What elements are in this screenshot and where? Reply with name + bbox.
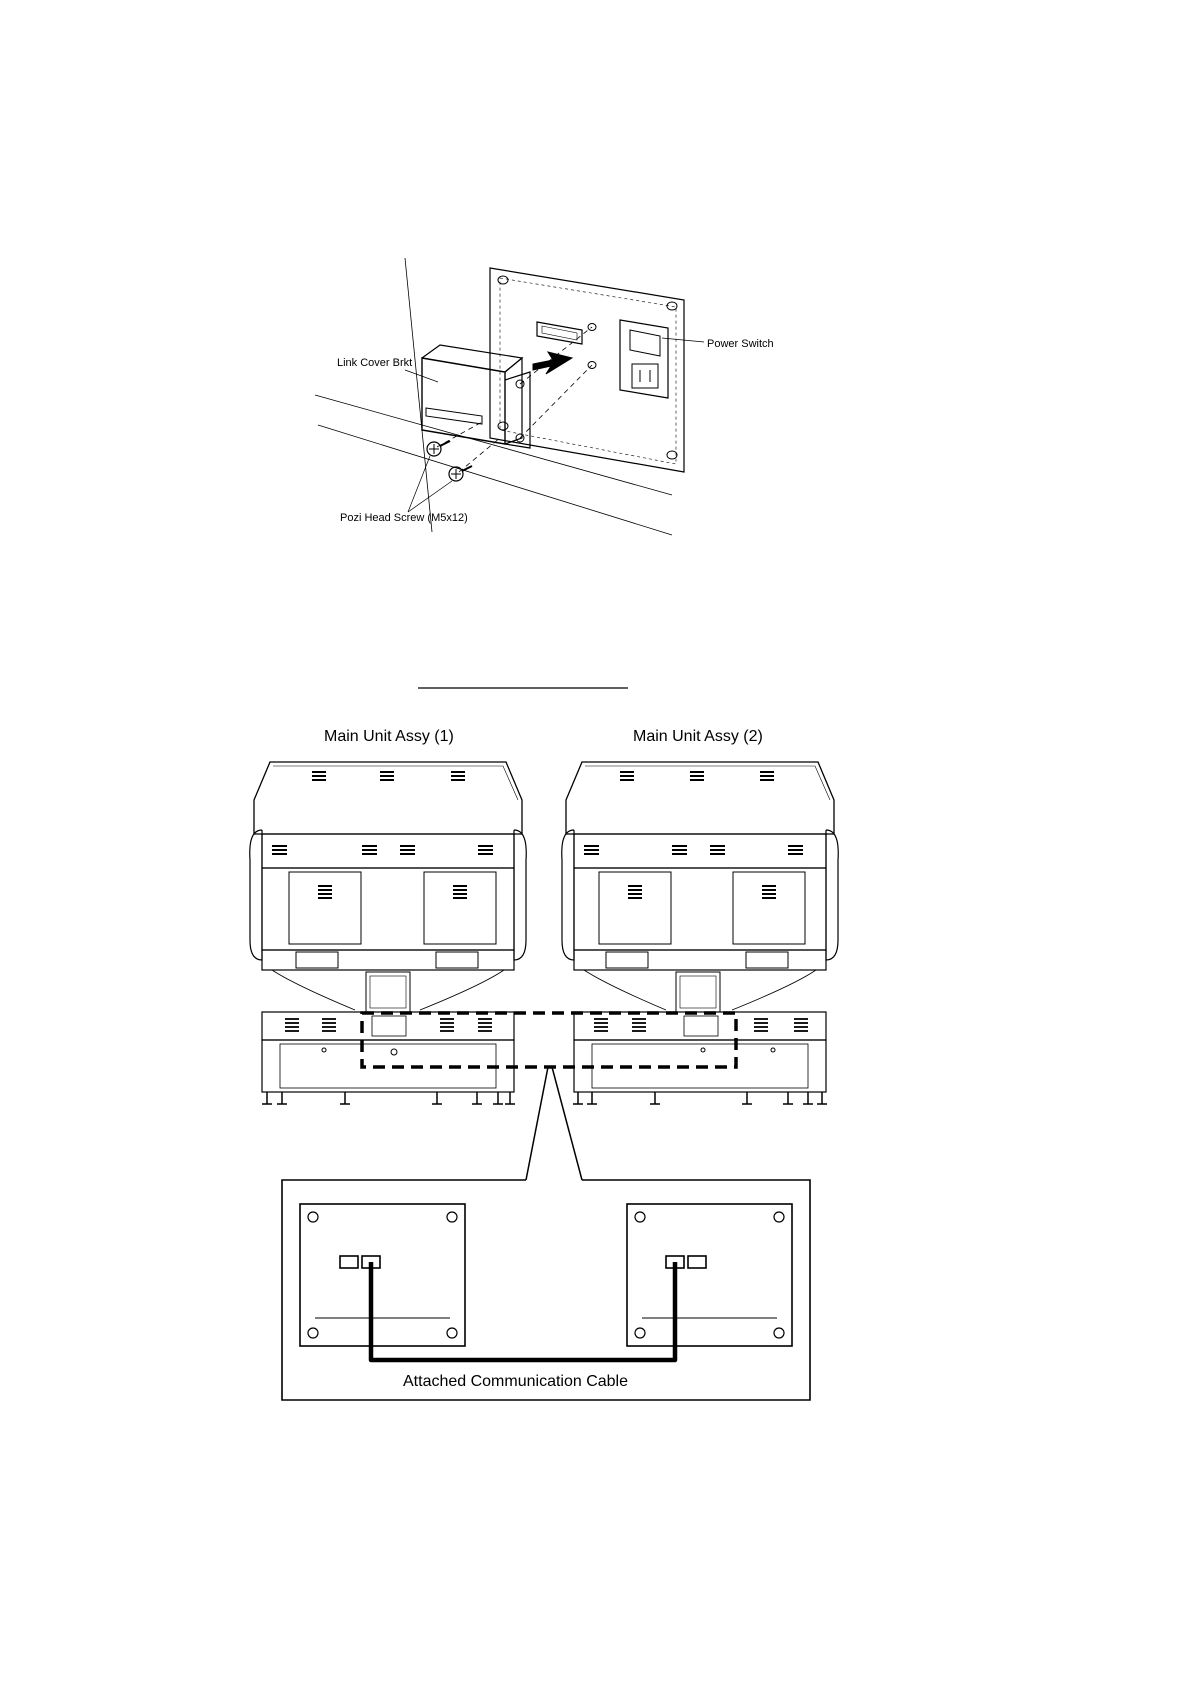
access-panel xyxy=(599,872,671,944)
leader-line xyxy=(408,481,452,512)
mount-hole xyxy=(635,1328,645,1338)
label-main-unit-2: Main Unit Assy (2) xyxy=(633,728,763,745)
access-panel xyxy=(424,872,496,944)
mount-hole xyxy=(308,1212,318,1222)
label-main-unit-1: Main Unit Assy (1) xyxy=(324,728,454,745)
vent-grille xyxy=(285,1019,492,1031)
power-switch-rocker xyxy=(630,330,660,356)
access-panel xyxy=(289,872,361,944)
link-cover-bracket-flange xyxy=(505,358,522,444)
vent-grille xyxy=(584,846,803,854)
panel-hole xyxy=(498,422,508,430)
vent-grille xyxy=(272,846,493,854)
leader-line xyxy=(408,456,430,512)
access-panel xyxy=(733,872,805,944)
bracket-slot xyxy=(426,408,482,424)
power-switch-socket xyxy=(632,364,658,388)
callout-line xyxy=(552,1067,582,1180)
floor-line-upper xyxy=(315,395,672,495)
vent-grille xyxy=(620,772,774,780)
link-cover-bracket xyxy=(422,358,505,444)
vent-grille xyxy=(594,1019,808,1031)
link-cover-bracket-tab xyxy=(505,372,530,448)
callout-line xyxy=(526,1067,548,1180)
mount-hole xyxy=(774,1328,784,1338)
connector-port xyxy=(688,1256,706,1268)
mount-hole xyxy=(308,1328,318,1338)
link-connector xyxy=(537,322,582,344)
panel-hole xyxy=(498,276,508,284)
mount-hole xyxy=(774,1212,784,1222)
vent-grille xyxy=(628,886,776,898)
main-unit-cabinet-2 xyxy=(562,762,839,1104)
power-switch-housing xyxy=(620,320,668,398)
mount-hole xyxy=(447,1328,457,1338)
vent-grille xyxy=(318,886,467,898)
pozi-screw xyxy=(449,466,472,481)
install-arrow xyxy=(533,352,572,374)
pozi-screw xyxy=(427,441,450,456)
mount-hole xyxy=(635,1212,645,1222)
label-attached-communication-cable: Attached Communication Cable xyxy=(403,1373,628,1390)
mount-hole xyxy=(447,1212,457,1222)
vent-grille xyxy=(312,772,465,780)
link-cover-figure xyxy=(315,258,704,535)
right-connector-board xyxy=(627,1204,792,1346)
left-connector-board xyxy=(300,1204,465,1346)
panel-hole xyxy=(667,451,677,459)
leveler-feet xyxy=(262,1092,515,1104)
link-cover-bracket-top xyxy=(422,345,522,372)
label-pozi-head-screw: Pozi Head Screw (M5x12) xyxy=(340,512,468,524)
connector-port xyxy=(340,1256,358,1268)
main-unit-cabinet-1 xyxy=(250,762,527,1104)
label-power-switch: Power Switch xyxy=(707,338,774,350)
guide-line xyxy=(459,438,500,472)
detail-box xyxy=(282,1180,810,1400)
cabinet-edge-line xyxy=(405,258,432,532)
label-link-cover-brkt: Link Cover Brkt xyxy=(337,357,412,369)
leveler-feet xyxy=(573,1092,827,1104)
